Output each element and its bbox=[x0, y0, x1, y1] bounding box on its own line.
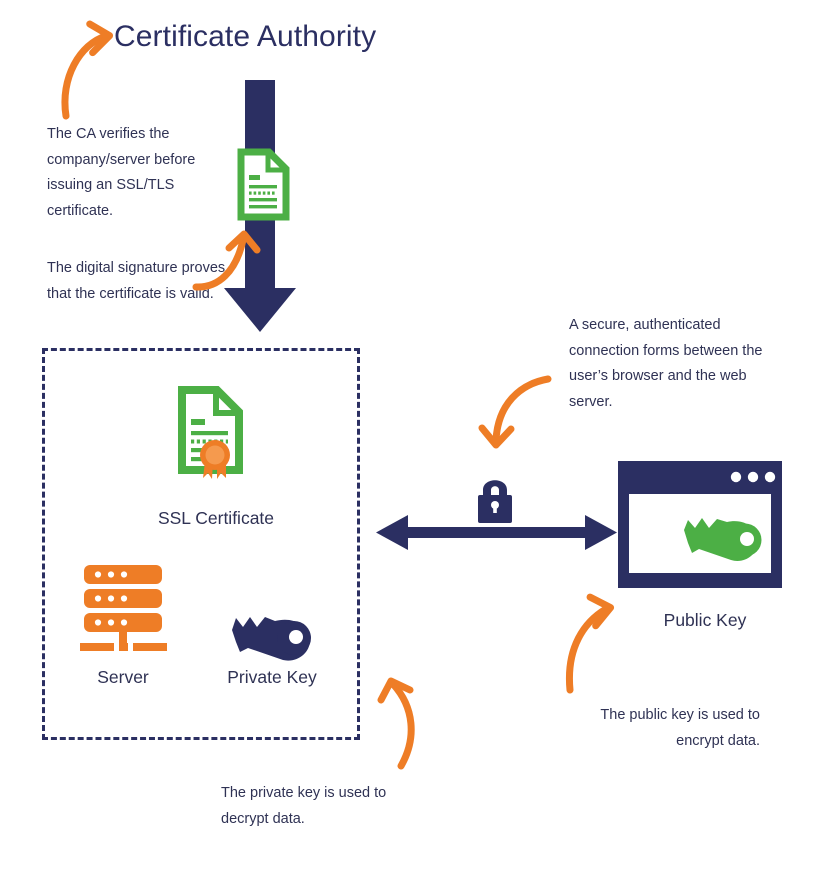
note-digital-signature: The digital signature proves that the ce… bbox=[47, 260, 226, 302]
note-secure-connection: A secure, authenticated connection forms… bbox=[569, 317, 763, 410]
callout-arrow-title-icon bbox=[61, 20, 114, 120]
server-label: Server bbox=[97, 667, 149, 687]
page-title: Certificate Authority bbox=[114, 20, 377, 53]
document-icon bbox=[237, 148, 290, 221]
note-private-key-use: The private key is used to decrypt data. bbox=[221, 785, 387, 827]
key-icon bbox=[684, 518, 762, 561]
padlock-icon bbox=[478, 480, 512, 523]
note-public-key-use: The public key is used to encrypt data. bbox=[600, 707, 760, 749]
ssl-certificate-label: SSL Certificate bbox=[157, 508, 275, 528]
note-ca-verifies: The CA verifies the company/server befor… bbox=[47, 126, 196, 219]
browser-window-icon bbox=[618, 461, 782, 588]
callout-arrow-secure-icon bbox=[478, 375, 552, 449]
server-side-container bbox=[42, 348, 360, 740]
callout-arrow-public-icon bbox=[565, 593, 615, 694]
connection-arrow-icon bbox=[376, 515, 617, 550]
public-key-label: Public Key bbox=[663, 610, 747, 630]
private-key-label: Private Key bbox=[227, 667, 317, 687]
callout-arrow-private-icon bbox=[377, 677, 415, 770]
